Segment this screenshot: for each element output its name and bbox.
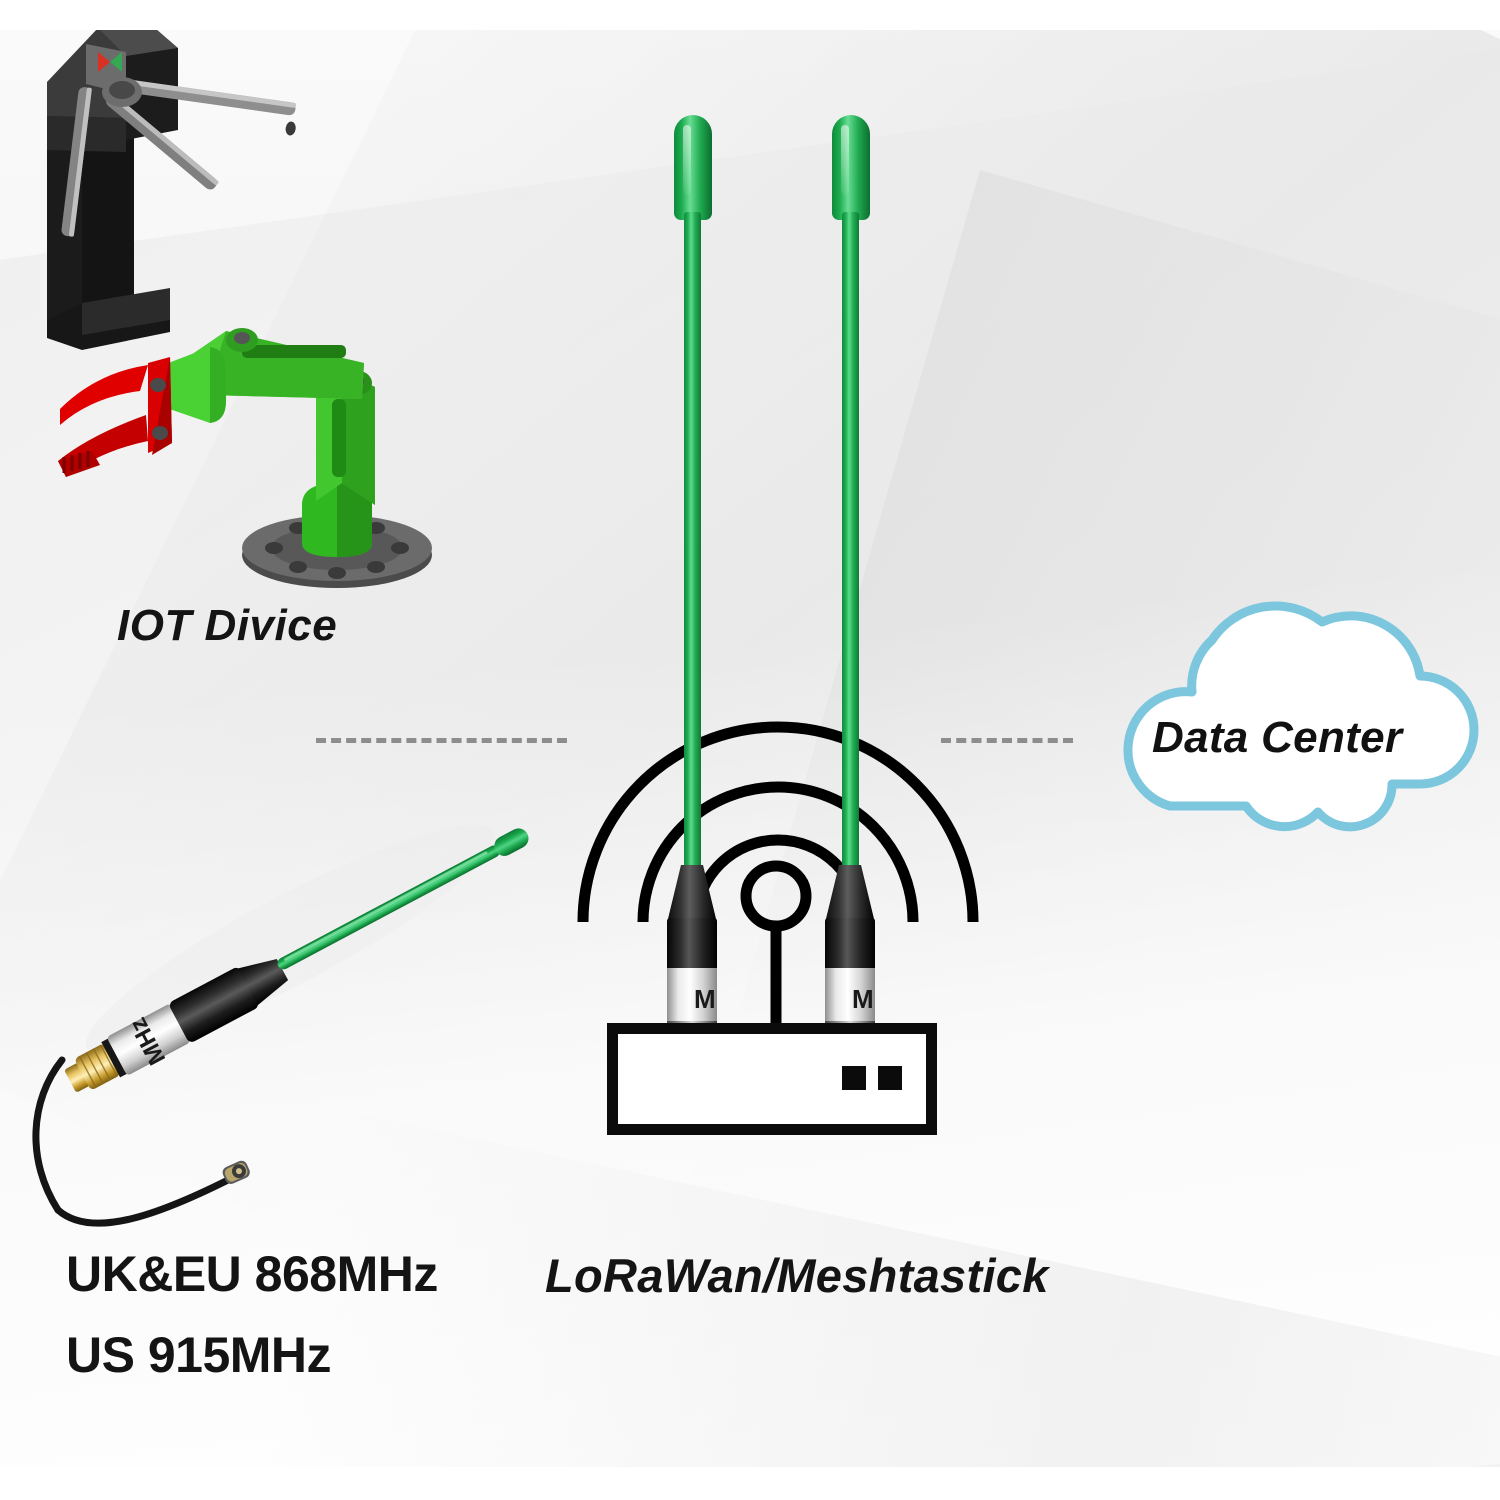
antenna-shaft [842, 212, 859, 872]
gateway-led-2 [878, 1066, 902, 1090]
turnstile-illustration [30, 20, 330, 355]
antenna-shaft [684, 212, 701, 872]
bottom-margin [0, 1467, 1500, 1500]
antenna-tip [674, 115, 712, 220]
product-antenna-illustration: MHz [0, 740, 540, 1245]
antenna-label-band: M [667, 968, 717, 1028]
lorawan-meshtastick-label: LoRaWan/Meshtastick [545, 1249, 1049, 1302]
antenna-label-band: M [825, 968, 875, 1028]
robot-arm-illustration [30, 305, 450, 595]
antenna-tip [832, 115, 870, 220]
gateway-led-1 [842, 1066, 866, 1090]
dashed-link-iot-to-gateway [316, 738, 567, 743]
top-margin [0, 0, 1500, 30]
device-node-icon [738, 856, 814, 1041]
data-center-cloud [1100, 580, 1500, 870]
antenna-band-letter: M [694, 984, 716, 1014]
frequency-label-us: US 915MHz [66, 1327, 332, 1383]
gateway-device-box [607, 1023, 937, 1135]
antenna-band-letter: M [852, 984, 874, 1014]
data-center-label: Data Center [1152, 713, 1403, 762]
iot-device-label: IOT Divice [117, 601, 338, 650]
dashed-link-gateway-to-cloud [941, 738, 1073, 743]
frequency-label-eu: UK&EU 868MHz [66, 1246, 438, 1302]
